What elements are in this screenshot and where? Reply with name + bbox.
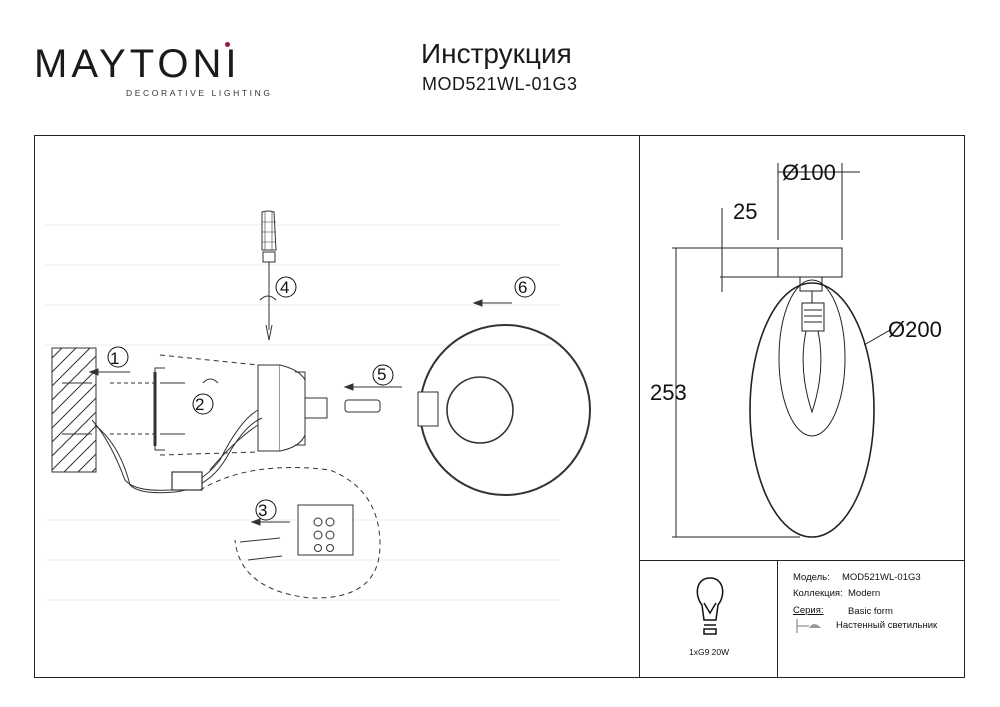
step-4: 4: [280, 278, 289, 297]
brand-logo: MAYTONI DECORATIVE LIGHTING: [34, 42, 273, 98]
step-2: 2: [195, 395, 204, 414]
page-title: Инструкция: [421, 38, 572, 69]
instruction-frame: [34, 135, 965, 678]
step-6: 6: [518, 278, 527, 297]
dim-height: 253: [650, 380, 687, 405]
spec-model-label: Модель:: [793, 572, 830, 583]
step-numbers: 1 2 3 4 5 6: [110, 278, 527, 520]
spec-collection-label: Коллекция:: [793, 588, 843, 599]
bulb-label: 1xG9 20W: [689, 647, 730, 657]
spec-series-label: Серия:: [793, 605, 824, 616]
dim-diameter-top: Ø100: [782, 160, 836, 185]
assembly-diagram: 1 2 3 4 5 6: [45, 210, 591, 601]
divider-vertical: [639, 135, 640, 678]
dim-diameter-shade: Ø200: [888, 317, 942, 342]
spec-series-value: Basic form: [848, 606, 893, 617]
step-1: 1: [110, 349, 119, 368]
wall-lamp-icon: [796, 619, 821, 633]
step-3: 3: [258, 501, 267, 520]
dimension-diagram: Ø100 25 253 Ø200: [650, 160, 942, 538]
spec-type-value: Настенный светильник: [836, 620, 938, 631]
brand-name: MAYTONI: [34, 42, 241, 86]
model-code: MOD521WL-01G3: [422, 74, 578, 94]
spec-model-value: MOD521WL-01G3: [842, 572, 921, 583]
logo-accent-dot: [225, 42, 230, 47]
step-5: 5: [377, 365, 386, 384]
divider-horizontal: [639, 560, 965, 561]
dim-offset: 25: [733, 199, 757, 224]
spec-collection-value: Modern: [848, 588, 881, 599]
bulb-icon: [696, 577, 724, 635]
wall-hatch: [51, 347, 97, 473]
brand-tagline: DECORATIVE LIGHTING: [126, 88, 273, 98]
divider-info: [777, 560, 778, 678]
